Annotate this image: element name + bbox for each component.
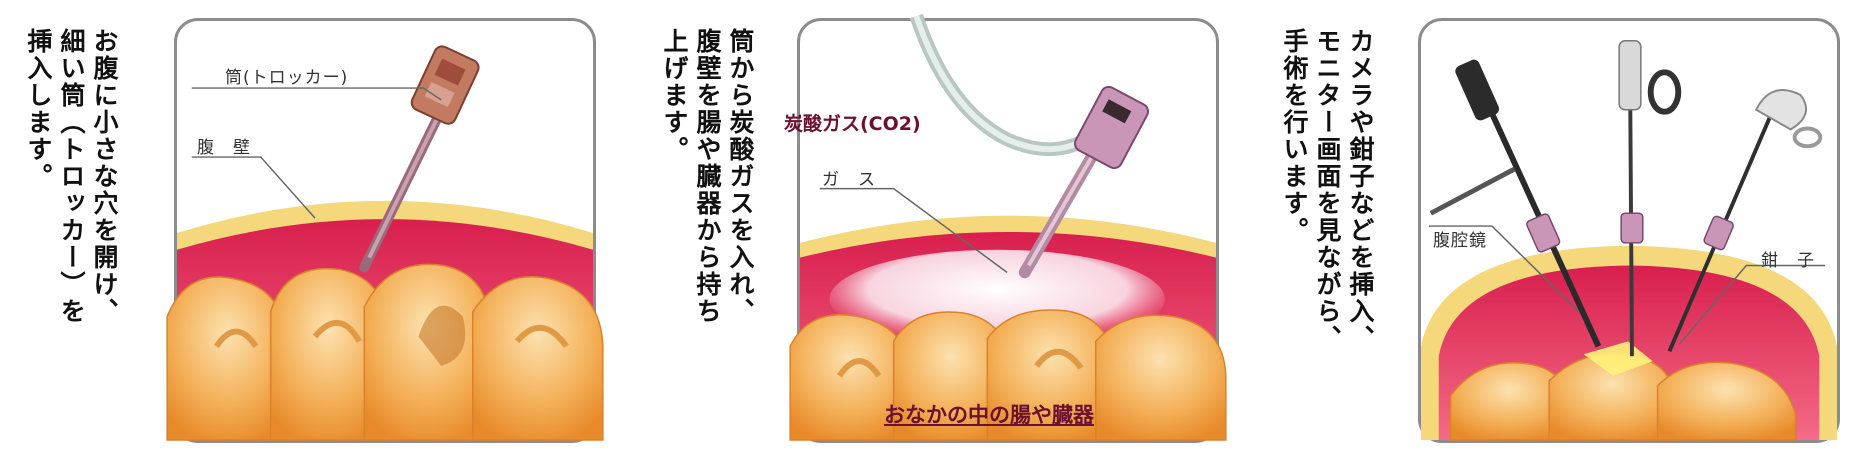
trocar: [359, 45, 480, 273]
intestines: [789, 309, 1227, 441]
step3-description: カメラや鉗子などを挿入、 モニター画面を見ながら、 手術を行います。: [1280, 28, 1375, 352]
label-forceps: 鉗 子: [1761, 251, 1815, 271]
intestines: [166, 263, 604, 441]
label-gas: ガ ス: [822, 170, 876, 190]
intestines: [1449, 341, 1797, 441]
scope-leader-line: [1428, 225, 1580, 313]
step2-panel: 炭酸ガス(CO2) ガ ス おなかの中の腸や臓器: [784, 13, 1227, 443]
step3-panel: 腹腔鏡 鉗 子: [1418, 18, 1840, 443]
gas-tube: [909, 13, 1090, 157]
step1-panel: 筒(トロッカー) 腹 壁: [166, 18, 604, 443]
laparoscope: [1429, 59, 1602, 348]
label-trocar: 筒(トロッカー): [225, 68, 349, 88]
step1-illustration: [166, 45, 604, 441]
step1-description: お腹に小さな穴を開け、 細い筒（トロッカー）を 挿入します。: [24, 28, 119, 325]
label-abdominal-wall: 腹 壁: [197, 138, 251, 158]
gas-leader-line: [819, 187, 1008, 273]
center-instrument: [1618, 39, 1682, 357]
wall-leader-line: [191, 156, 316, 219]
label-laparoscope: 腹腔鏡: [1433, 231, 1487, 251]
step2-description: 筒から炭酸ガスを入れ、 腹壁を腸や臓器から持ち 上げます。: [660, 28, 755, 325]
trocar: [1018, 85, 1150, 279]
step2-illustration: [789, 13, 1227, 441]
label-co2: 炭酸ガス(CO2): [784, 113, 921, 135]
forceps: [1667, 89, 1823, 353]
caption-organs: おなかの中の腸や臓器: [884, 403, 1094, 427]
tube-leader-line: [191, 87, 442, 101]
forceps-leader-line: [1678, 264, 1826, 345]
step3-illustration: [1421, 39, 1837, 441]
